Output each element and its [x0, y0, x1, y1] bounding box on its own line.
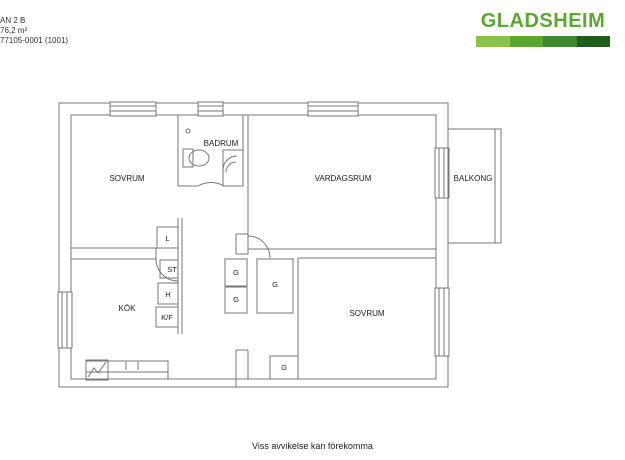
wall-stub: [235, 233, 249, 255]
room-label-balcony: BALKONG: [454, 174, 493, 183]
room-label-bedroom-1: SOVRUM: [109, 174, 144, 183]
brand-name: GLADSHEIM: [480, 10, 606, 32]
shower-arc-inner: [225, 161, 237, 173]
fridge-freezer: [155, 306, 179, 328]
brand-bar-segment: [576, 36, 610, 47]
kitchen-counter: [85, 360, 169, 380]
stove-symbol-icon: [87, 361, 107, 378]
disclaimer: Viss avvikelse kan förekomma: [252, 441, 373, 451]
wardrobe-box: [269, 355, 299, 380]
shower-corner: [222, 149, 244, 187]
plan-name: AN 2 B: [0, 16, 26, 25]
wardrobe-label: G: [272, 280, 278, 289]
fridge-freezer-label: K/F: [161, 313, 173, 322]
plan-id: 77105-0001 (1001): [0, 36, 69, 45]
stove: [85, 359, 109, 381]
room-label-kitchen: KÖK: [119, 304, 137, 313]
window-top-3: [307, 101, 359, 117]
wardrobe-label: G: [233, 268, 239, 277]
fixture-dot: [185, 128, 191, 134]
outer-wall-inner: [70, 114, 437, 380]
wardrobe-label: G: [281, 363, 287, 372]
door-arc: [197, 182, 225, 187]
window-right-1: [434, 147, 450, 199]
linen-closet-label: L: [165, 234, 169, 243]
window-top-1: [109, 101, 157, 117]
plan-area: 76,2 m²: [0, 26, 28, 35]
brand-bar-segment: [476, 36, 510, 47]
brand-logo: GLADSHEIM: [476, 10, 610, 47]
door-arc: [247, 235, 271, 259]
h-closet-label: H: [165, 290, 170, 299]
linen-closet: [156, 226, 179, 249]
plan-info: AN 2 B 76,2 m² 77105-0001 (1001): [0, 16, 68, 46]
brand-bar-segment: [543, 36, 577, 47]
balcony-outline: [447, 128, 502, 244]
window-right-2: [434, 287, 450, 357]
wardrobe-box: [224, 286, 248, 314]
door-arc: [155, 258, 179, 282]
outer-wall: [58, 102, 449, 388]
room-label-bathroom: BADRUM: [204, 139, 239, 148]
h-closet: [157, 282, 179, 305]
brand-bar-segment: [509, 36, 543, 47]
window-left: [57, 291, 73, 349]
toilet-bowl-icon: [188, 149, 210, 167]
storage-closet: [159, 259, 179, 279]
wardrobe-box: [256, 258, 294, 314]
storage-closet-label: ST: [167, 265, 177, 274]
room-label-bedroom-2: SOVRUM: [349, 309, 384, 318]
wardrobe-label: G: [233, 295, 239, 304]
window-top-2: [197, 101, 224, 117]
room-label-living-room: VARDAGSRUM: [315, 174, 372, 183]
toilet-tank: [182, 148, 194, 168]
brand-bar: [476, 36, 610, 47]
wardrobe-box: [224, 258, 248, 287]
shower-arc: [222, 155, 238, 171]
